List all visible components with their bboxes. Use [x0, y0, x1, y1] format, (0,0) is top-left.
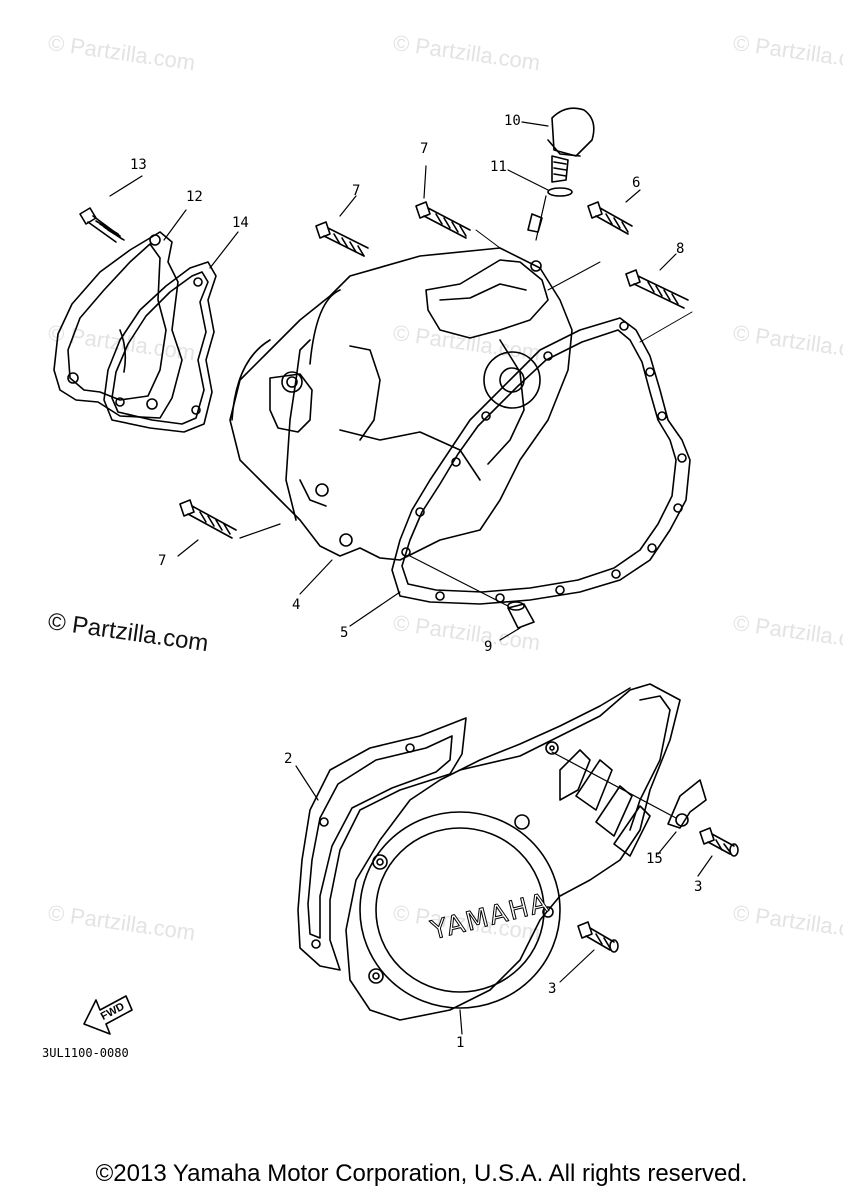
- callout-14: 14: [232, 215, 249, 231]
- callout-7: 7: [158, 553, 167, 569]
- callout-2: 2: [284, 751, 293, 767]
- callout-10: 10: [504, 113, 521, 129]
- part-7-screw: [415, 165, 471, 239]
- callout-7: 7: [352, 183, 361, 199]
- callout-3: 3: [694, 879, 703, 895]
- callout-8: 8: [676, 241, 685, 257]
- part-7-screw: [177, 499, 281, 557]
- part-1-clutch-cover: [345, 683, 681, 1035]
- part-8-screw: [625, 253, 689, 309]
- callout-3: 3: [548, 981, 557, 997]
- part-15-clamp: [551, 751, 707, 855]
- callout-15: 15: [646, 851, 663, 867]
- callout-13: 13: [130, 157, 147, 173]
- part-10-filler-plug: [521, 107, 595, 183]
- part-14-small-gasket: [103, 261, 217, 433]
- part-3-screw: [559, 921, 619, 983]
- callout-12: 12: [186, 189, 203, 205]
- callout-4: 4: [292, 597, 301, 613]
- part-7-screw: [315, 195, 369, 257]
- part-4-crankcase-cover: [229, 247, 573, 561]
- diagram-code: 3UL1100-0080: [42, 1046, 129, 1060]
- part-5-large-gasket: [391, 317, 691, 605]
- part-2-gasket: [295, 717, 467, 971]
- callout-11: 11: [490, 159, 507, 175]
- callout-7: 7: [420, 141, 429, 157]
- part-12-small-cover: [53, 231, 183, 419]
- part-9-dowel-pin: [409, 555, 535, 641]
- yamaha-logo: YAMAHA: [427, 888, 553, 947]
- callout-9: 9: [484, 639, 493, 655]
- part-3-screw: [697, 827, 739, 877]
- part-13-screw: [79, 175, 143, 243]
- fwd-arrow-icon: FWD: [83, 995, 133, 1035]
- copyright-notice: ©2013 Yamaha Motor Corporation, U.S.A. A…: [95, 1160, 748, 1187]
- callout-6: 6: [632, 175, 641, 191]
- part-6-screw: [587, 189, 641, 235]
- callout-1: 1: [456, 1035, 465, 1051]
- part-11-o-ring: [507, 169, 573, 241]
- callout-5: 5: [340, 625, 349, 641]
